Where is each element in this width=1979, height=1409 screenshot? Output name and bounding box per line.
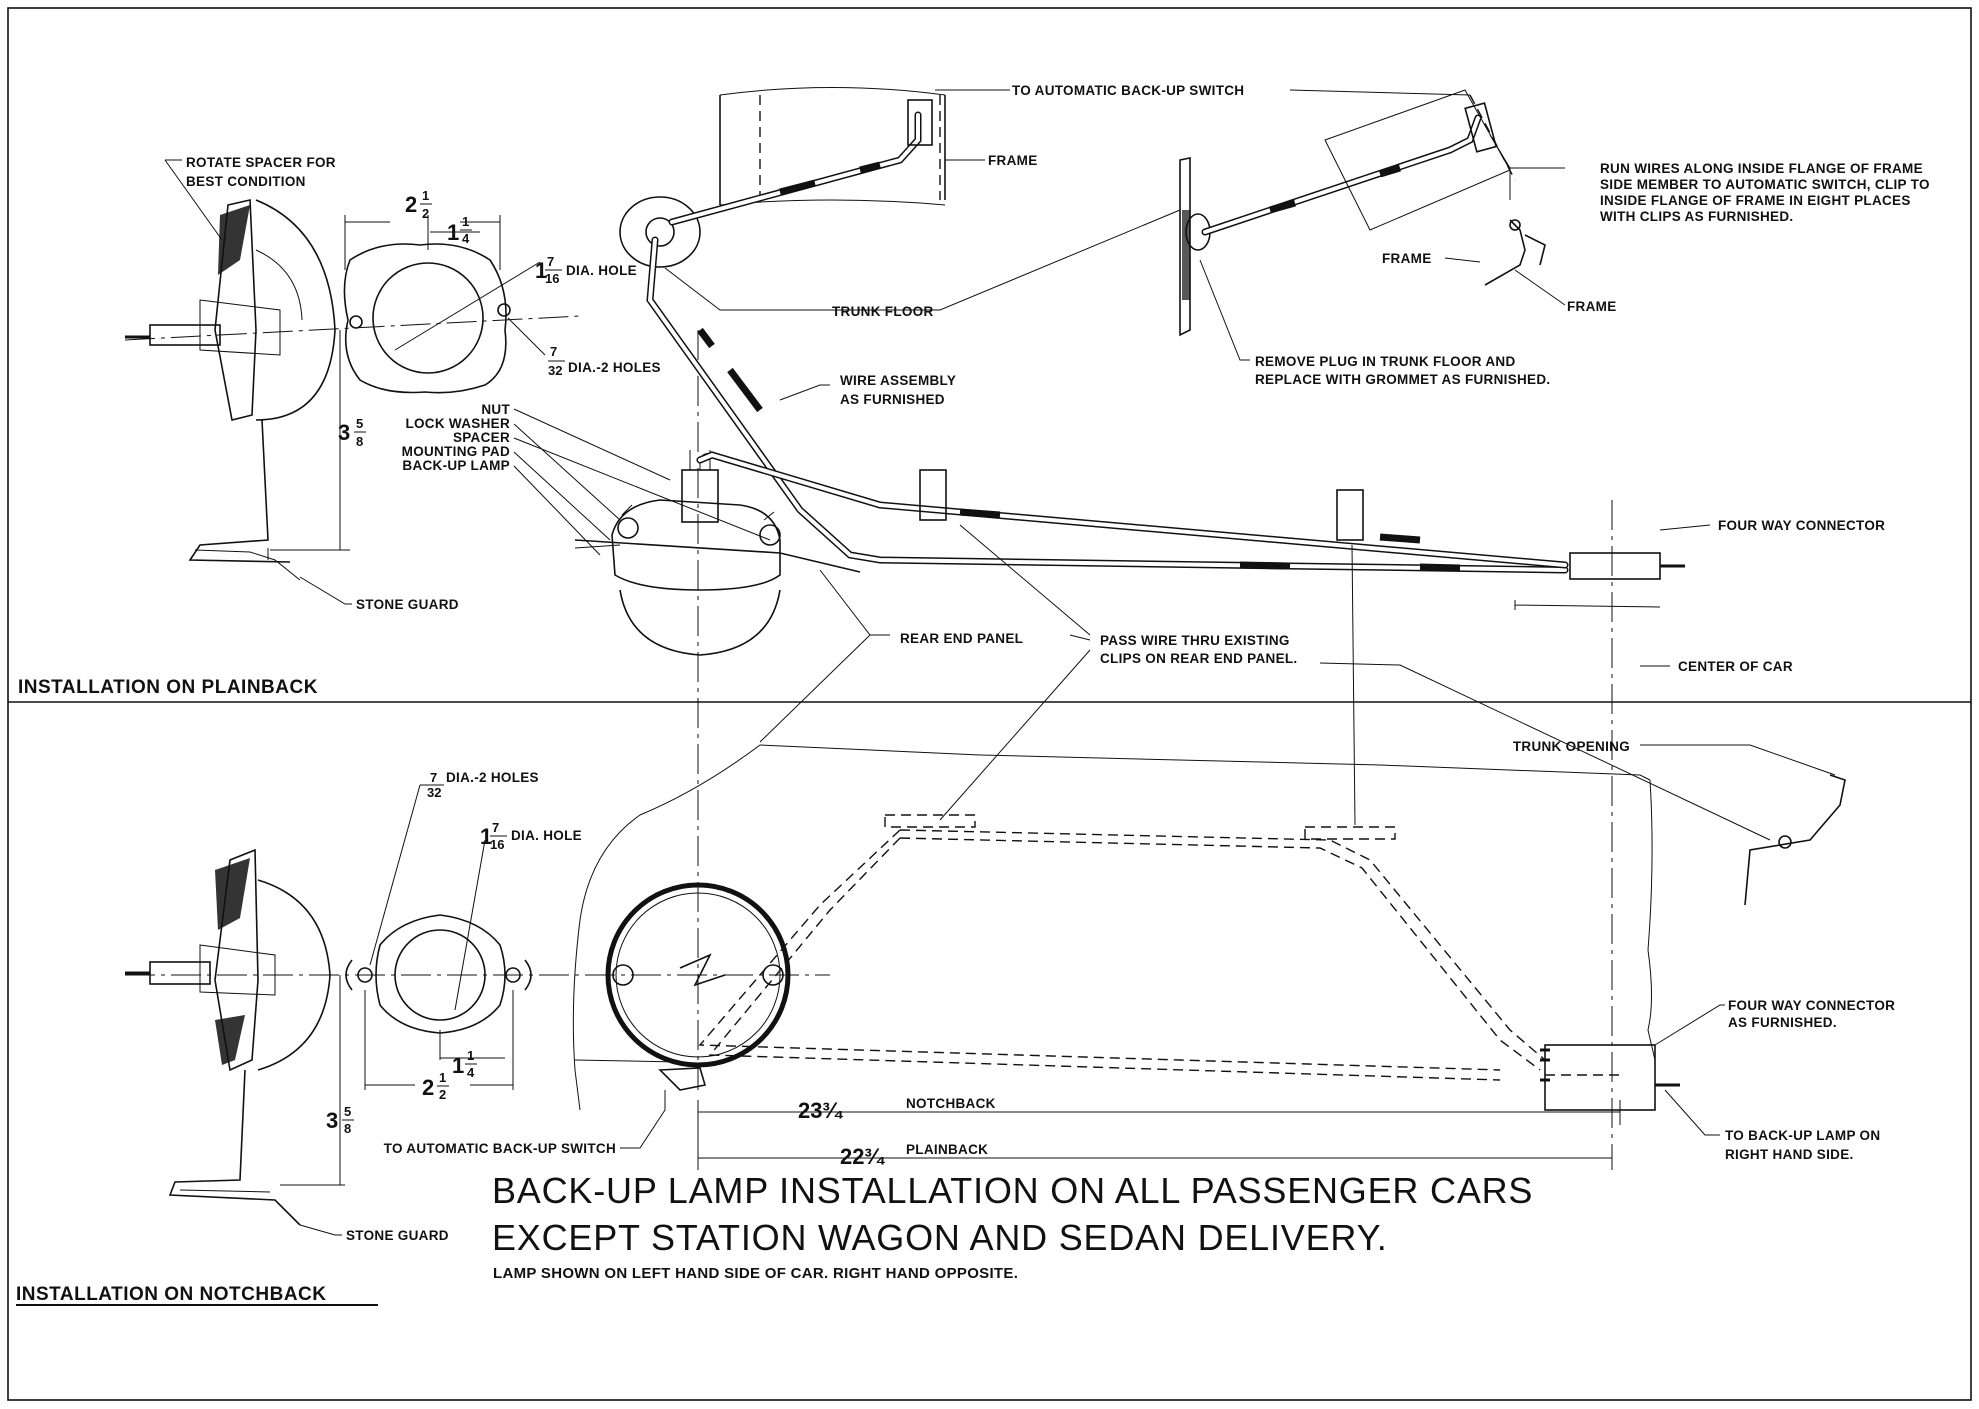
label-nut: NUT (481, 402, 510, 417)
label-remove-plug-1: REMOVE PLUG IN TRUNK FLOOR AND (1255, 354, 1516, 369)
label-run-wires-2: SIDE MEMBER TO AUTOMATIC SWITCH, CLIP TO (1600, 177, 1930, 192)
title-line-2: EXCEPT STATION WAGON AND SEDAN DELIVERY. (492, 1217, 1388, 1258)
trunk-opening-clip (1744, 774, 1846, 906)
dim-plainback-length: 22³⁄₄ (840, 1144, 886, 1169)
label-stone-guard-bottom: STONE GUARD (346, 1228, 449, 1243)
dim-top-hole-num: 7 (547, 254, 554, 269)
dim-bot-3: 3 (326, 1108, 338, 1133)
dim-top-hole: 1 (535, 258, 547, 283)
dim-top-2-den: 2 (422, 206, 429, 221)
dim-bot-hole-den: 16 (490, 837, 504, 852)
label-pass-wire-2: CLIPS ON REAR END PANEL. (1100, 651, 1297, 666)
label-lock-washer: LOCK WASHER (405, 416, 510, 431)
label-remove-plug-2: REPLACE WITH GROMMET AS FURNISHED. (1255, 372, 1550, 387)
title-line-1: BACK-UP LAMP INSTALLATION ON ALL PASSENG… (492, 1170, 1533, 1211)
label-plainback-dim: PLAINBACK (906, 1142, 988, 1157)
label-dia-holes-bottom: DIA.-2 HOLES (446, 770, 539, 785)
section-title-notchback: INSTALLATION ON NOTCHBACK (16, 1284, 327, 1305)
label-center-of-car: CENTER OF CAR (1678, 659, 1793, 674)
bottom-lamp-front (605, 882, 791, 1110)
top-lamp-axis (124, 315, 581, 341)
dim-bot-2-num: 1 (439, 1070, 446, 1085)
top-center-lamp-assembly (574, 450, 861, 656)
label-stone-guard-top: STONE GUARD (356, 597, 459, 612)
dim-top-small-den: 32 (548, 363, 562, 378)
top-height-dimension (270, 330, 350, 551)
label-to-switch-top: TO AUTOMATIC BACK-UP SWITCH (1012, 83, 1244, 98)
dim-top-small-num: 7 (550, 344, 557, 359)
dim-top-1-num: 1 (462, 214, 469, 229)
bottom-lamp-side-view (125, 848, 331, 1226)
label-to-backup-lamp-1: TO BACK-UP LAMP ON (1725, 1128, 1880, 1143)
bottom-dimension-lines (280, 784, 514, 1186)
label-frame-2: FRAME (1382, 251, 1432, 266)
label-to-backup-lamp-2: RIGHT HAND SIDE. (1725, 1147, 1854, 1162)
label-notchback-dim: NOTCHBACK (906, 1096, 996, 1111)
dim-notchback-length: 23³⁄₄ (798, 1098, 844, 1123)
label-rotate-spacer-1: ROTATE SPACER FOR (186, 155, 336, 170)
label-dia-hole-top: DIA. HOLE (566, 263, 637, 278)
label-wire-assembly-1: WIRE ASSEMBLY (840, 373, 956, 388)
dim-top-hole-den: 16 (545, 271, 559, 286)
dim-bot-3-num: 5 (344, 1104, 351, 1119)
label-rotate-spacer-2: BEST CONDITION (186, 174, 306, 189)
label-trunk-floor: TRUNK FLOOR (832, 304, 934, 319)
dim-bot-2: 2 (422, 1075, 434, 1100)
label-run-wires-3: INSIDE FLANGE OF FRAME IN EIGHT PLACES (1600, 193, 1911, 208)
dim-bot-1: 1 (452, 1053, 464, 1078)
label-trunk-opening: TRUNK OPENING (1513, 739, 1630, 754)
drawing-border (7, 7, 1972, 1401)
top-mounting-pad (343, 243, 541, 394)
dim-bot-small-den: 32 (427, 785, 441, 800)
label-frame-3: FRAME (1567, 299, 1617, 314)
label-four-way-top: FOUR WAY CONNECTOR (1718, 518, 1885, 533)
label-back-up-lamp: BACK-UP LAMP (402, 458, 510, 473)
dim-bot-small-num: 7 (430, 770, 437, 785)
title-note: LAMP SHOWN ON LEFT HAND SIDE OF CAR. RIG… (493, 1265, 1018, 1282)
bottom-body-outline (572, 744, 1656, 1111)
label-dia-holes-top: DIA.-2 HOLES (568, 360, 661, 375)
dim-top-1: 1 (447, 220, 459, 245)
dim-top-2: 2 (405, 192, 417, 217)
dim-bot-hole-num: 7 (492, 820, 499, 835)
label-spacer: SPACER (453, 430, 510, 445)
length-dimensions (697, 1100, 1621, 1170)
dim-top-3-num: 5 (356, 416, 363, 431)
bottom-hidden-harness (698, 814, 1680, 1111)
label-dia-hole-bottom: DIA. HOLE (511, 828, 582, 843)
label-four-way-bottom-2: AS FURNISHED. (1728, 1015, 1837, 1030)
dim-bot-hole: 1 (480, 824, 492, 849)
top-width-dimensions (344, 215, 501, 270)
section-title-plainback: INSTALLATION ON PLAINBACK (18, 677, 318, 698)
dim-top-2-num: 1 (422, 188, 429, 203)
dim-top-3-den: 8 (356, 434, 363, 449)
bottom-mounting-pad (345, 914, 532, 1034)
label-wire-assembly-2: AS FURNISHED (840, 392, 945, 407)
dim-bot-2-den: 2 (439, 1087, 446, 1102)
dim-top-1-den: 4 (462, 231, 470, 246)
part-callout-leaders (513, 408, 771, 556)
label-frame-1: FRAME (988, 153, 1038, 168)
dim-bot-1-num: 1 (467, 1048, 474, 1063)
label-run-wires-1: RUN WIRES ALONG INSIDE FLANGE OF FRAME (1600, 161, 1923, 176)
label-rear-end-panel: REAR END PANEL (900, 631, 1023, 646)
top-wire-harness (619, 87, 1685, 610)
label-mounting-pad: MOUNTING PAD (402, 444, 510, 459)
top-lamp-side-view (125, 199, 336, 581)
label-run-wires-4: WITH CLIPS AS FURNISHED. (1600, 209, 1793, 224)
label-to-switch-bottom: TO AUTOMATIC BACK-UP SWITCH (384, 1141, 616, 1156)
dim-top-3: 3 (338, 420, 350, 445)
dim-bot-3-den: 8 (344, 1121, 351, 1136)
label-pass-wire-1: PASS WIRE THRU EXISTING (1100, 633, 1290, 648)
dim-bot-1-den: 4 (467, 1065, 475, 1080)
label-four-way-bottom-1: FOUR WAY CONNECTOR (1728, 998, 1895, 1013)
